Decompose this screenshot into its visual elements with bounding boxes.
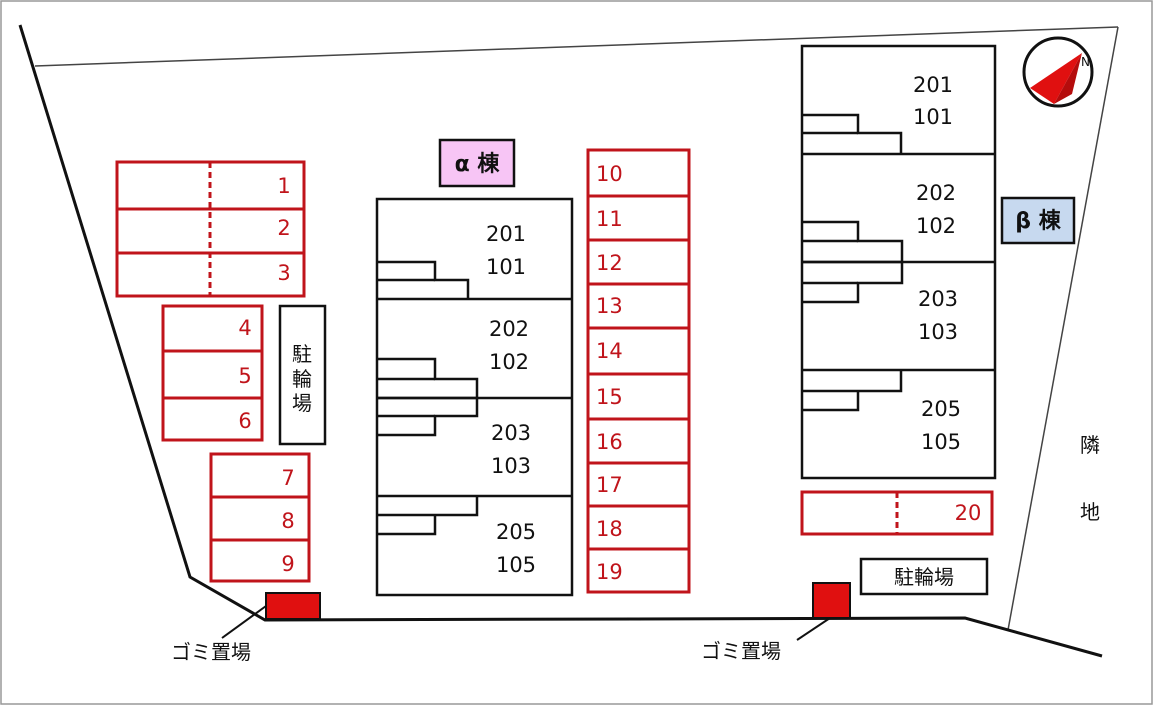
parking-space-13: 13	[596, 294, 623, 318]
parking-space-16: 16	[596, 430, 623, 454]
alpha-building	[375, 197, 574, 597]
beta-unit-101: 101	[913, 105, 953, 129]
bike-parking-left-char-1: 駐	[292, 342, 312, 366]
compass-north-label: N	[1081, 55, 1090, 69]
bike-parking-left-char-2: 輪	[292, 367, 312, 391]
parking-space-5: 5	[238, 364, 251, 388]
parking-group-7-9	[209, 452, 311, 583]
garbage-area-right-label: ゴミ置場	[701, 639, 781, 663]
parking-space-9: 9	[281, 552, 294, 576]
parking-space-17: 17	[596, 473, 623, 497]
beta-unit-205: 205	[921, 397, 961, 421]
parking-space-20-box	[800, 490, 994, 536]
parking-space-15: 15	[596, 385, 623, 409]
garbage-area-right-leader	[796, 617, 831, 641]
beta-unit-201: 201	[913, 73, 953, 97]
parking-space-3: 3	[277, 261, 290, 285]
beta-building-label: β 棟	[1015, 208, 1061, 234]
alpha-unit-101: 101	[486, 255, 526, 279]
garbage-area-right-marker	[812, 582, 851, 619]
alpha-unit-202: 202	[489, 317, 529, 341]
beta-unit-105: 105	[921, 430, 961, 454]
parking-space-6: 6	[238, 409, 251, 433]
parking-space-11: 11	[596, 207, 623, 231]
beta-unit-103: 103	[918, 320, 958, 344]
beta-building	[800, 44, 997, 480]
garbage-area-left-label: ゴミ置場	[171, 640, 251, 664]
parking-space-7: 7	[281, 466, 294, 490]
beta-building-label-box	[1000, 196, 1076, 245]
parking-space-8: 8	[281, 509, 294, 533]
bike-parking-right	[859, 557, 989, 596]
parking-space-19: 19	[596, 560, 623, 584]
garbage-area-left-marker	[265, 592, 321, 620]
parking-space-20: 20	[955, 501, 982, 525]
bike-parking-left-char-3: 場	[292, 391, 312, 415]
alpha-building-label: α 棟	[455, 151, 501, 177]
parking-column-10-19	[586, 148, 691, 594]
neighbor-land-char-2: 地	[1080, 500, 1100, 524]
parking-space-10: 10	[596, 162, 623, 186]
bike-parking-right-label: 駐輪場	[894, 565, 954, 589]
parking-space-4: 4	[238, 316, 251, 340]
bike-parking-left	[278, 304, 327, 446]
compass-north-arrow-icon: N	[1022, 36, 1094, 108]
parking-group-1-3	[115, 160, 306, 298]
beta-unit-102: 102	[916, 214, 956, 238]
beta-unit-202: 202	[916, 181, 956, 205]
alpha-unit-203: 203	[491, 421, 531, 445]
parking-space-14: 14	[596, 339, 623, 363]
beta-unit-203: 203	[918, 287, 958, 311]
parking-group-4-6	[161, 304, 264, 442]
alpha-building-label-box	[438, 138, 516, 188]
alpha-unit-103: 103	[491, 454, 531, 478]
parking-space-18: 18	[596, 517, 623, 541]
alpha-unit-105: 105	[496, 553, 536, 577]
parking-space-12: 12	[596, 251, 623, 275]
neighbor-land-char-1: 隣	[1080, 433, 1100, 457]
garbage-area-left-leader	[221, 605, 267, 639]
parking-space-1: 1	[277, 174, 290, 198]
parking-space-2: 2	[277, 216, 290, 240]
alpha-unit-205: 205	[496, 520, 536, 544]
alpha-unit-102: 102	[489, 350, 529, 374]
alpha-unit-201: 201	[486, 222, 526, 246]
